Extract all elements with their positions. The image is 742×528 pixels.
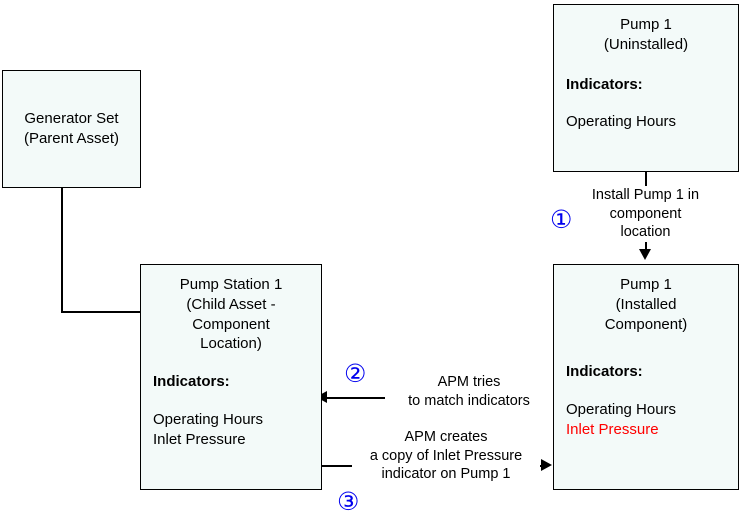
step-marker-1: ① — [550, 205, 573, 234]
edge-label-match: APM tries to match indicators — [385, 373, 553, 411]
node-pump-station-1-title: Pump Station 1 (Child Asset - Component … — [179, 276, 283, 353]
node-pump-1-uninstalled-title: Pump 1 (Uninstalled) — [603, 16, 689, 53]
node-generator-set-title: Generator Set (Parent Asset) — [23, 110, 120, 147]
step-marker-2: ② — [344, 359, 367, 388]
connector-copy-arrowhead-icon — [541, 459, 552, 471]
connector-parent-to-child-horizontal — [61, 311, 141, 313]
connector-install-arrowhead-icon — [639, 249, 651, 260]
node-pump-1-uninstalled-indicators-list: Operating Hours — [566, 113, 677, 131]
edge-label-install: Install Pump 1 in component location — [578, 186, 713, 242]
node-pump-station-1-indicators-heading: Indicators: — [153, 373, 230, 391]
connector-parent-to-child-vertical — [61, 188, 63, 312]
node-pump-1-uninstalled[interactable]: Pump 1 (Uninstalled) Indicators: Operati… — [553, 4, 739, 172]
node-pump-1-installed-indicator-inlet-pressure: Inlet Pressure — [566, 420, 659, 438]
node-pump-1-installed-indicators-heading: Indicators: — [566, 363, 643, 381]
step-marker-3: ③ — [337, 487, 360, 516]
node-pump-1-installed-indicator-operating-hours: Operating Hours — [566, 401, 677, 419]
node-generator-set[interactable]: Generator Set (Parent Asset) — [2, 70, 141, 188]
node-pump-1-uninstalled-indicators-heading: Indicators: — [566, 75, 643, 93]
node-pump-1-installed-title: Pump 1 (Installed Component) — [604, 276, 688, 333]
node-pump-1-installed[interactable]: Pump 1 (Installed Component) Indicators:… — [553, 264, 739, 490]
edge-label-copy: APM creates a copy of Inlet Pressure ind… — [352, 428, 540, 484]
node-pump-station-1[interactable]: Pump Station 1 (Child Asset - Component … — [140, 264, 322, 490]
node-pump-station-1-indicators-list: Operating Hours Inlet Pressure — [153, 410, 264, 448]
